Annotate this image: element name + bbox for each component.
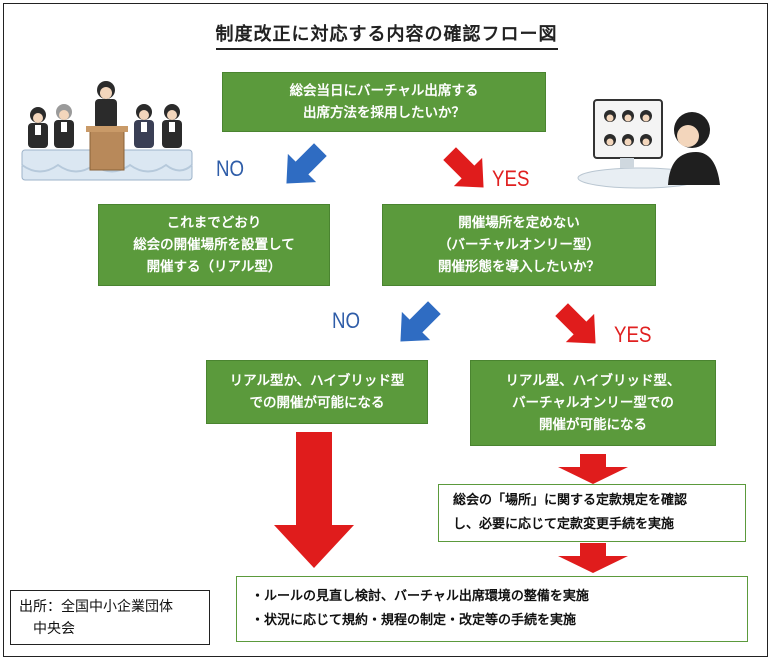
real-box-line-2: 総会の開催場所を設置して <box>133 237 295 253</box>
question-virtual-attendance: 総会当日にバーチャル出席する 出席方法を採用したいか？ <box>222 72 546 132</box>
source-note: 出所：全国中小企業団体 中央会 <box>10 590 210 645</box>
diagram-title: 制度改正に対応する内容の確認フロー図 <box>0 20 773 50</box>
long-down-arrow <box>274 432 354 568</box>
yes-arrow-2 <box>555 303 596 344</box>
all-box-line-3: 開催が可能になる <box>539 417 647 433</box>
hybrid-box-line-1: リアル型か、ハイブリッド型 <box>229 373 405 389</box>
final-line-2: ・状況に応じて規約・規程の制定・改定等の手続を実施 <box>251 613 577 628</box>
question-2-line-3: 開催形態を導入したいか？ <box>438 259 600 275</box>
all-box-line-2: バーチャルオンリー型での <box>512 395 674 411</box>
yes-label-2: YES <box>614 322 652 347</box>
real-box-line-3: 開催する（リアル型） <box>146 259 282 275</box>
bylaw-check-box: 総会の「場所」に関する定款規定を確認 し、必要に応じて定款変更手続を実施 <box>438 484 746 542</box>
hybrid-box-line-2: での開催が可能になる <box>249 395 385 411</box>
final-line-1: ・ルールの見直し検討、バーチャル出席環境の整備を実施 <box>251 589 589 604</box>
question-1-line-2: 出席方法を採用したいか？ <box>303 105 465 121</box>
real-or-hybrid-box: リアル型か、ハイブリッド型 での開催が可能になる <box>206 360 428 424</box>
question-2-line-2: （バーチャルオンリー型） <box>438 237 600 253</box>
no-arrow-1 <box>286 143 327 184</box>
source-line-1: 出所：全国中小企業団体 <box>19 599 173 615</box>
bylaw-line-1: 総会の「場所」に関する定款規定を確認 <box>453 493 688 508</box>
no-label-1: NO <box>216 156 245 181</box>
source-line-2: 中央会 <box>19 621 75 637</box>
no-label-2: NO <box>332 308 361 333</box>
yes-arrow-1 <box>443 147 484 188</box>
all-box-line-1: リアル型、ハイブリッド型、 <box>505 373 681 389</box>
question-2-line-1: 開催場所を定めない <box>458 215 580 231</box>
yes-label-1: YES <box>492 166 530 191</box>
question-1-line-1: 総会当日にバーチャル出席する <box>289 83 479 99</box>
down-arrow-to-final <box>558 543 628 573</box>
question-virtual-only: 開催場所を定めない （バーチャルオンリー型） 開催形態を導入したいか？ <box>382 204 656 286</box>
down-arrow-to-bylaw <box>558 454 628 484</box>
video-call-illustration <box>577 99 720 189</box>
real-box-line-1: これまでどおり <box>166 215 262 231</box>
all-types-box: リアル型、ハイブリッド型、 バーチャルオンリー型での 開催が可能になる <box>470 360 716 446</box>
bylaw-line-2: し、必要に応じて定款変更手続を実施 <box>453 517 675 532</box>
final-actions-box: ・ルールの見直し検討、バーチャル出席環境の整備を実施 ・状況に応じて規約・規程の… <box>236 576 748 642</box>
real-type-box: これまでどおり 総会の開催場所を設置して 開催する（リアル型） <box>98 204 330 286</box>
no-arrow-2 <box>400 301 441 342</box>
meeting-panel-illustration <box>21 81 193 181</box>
